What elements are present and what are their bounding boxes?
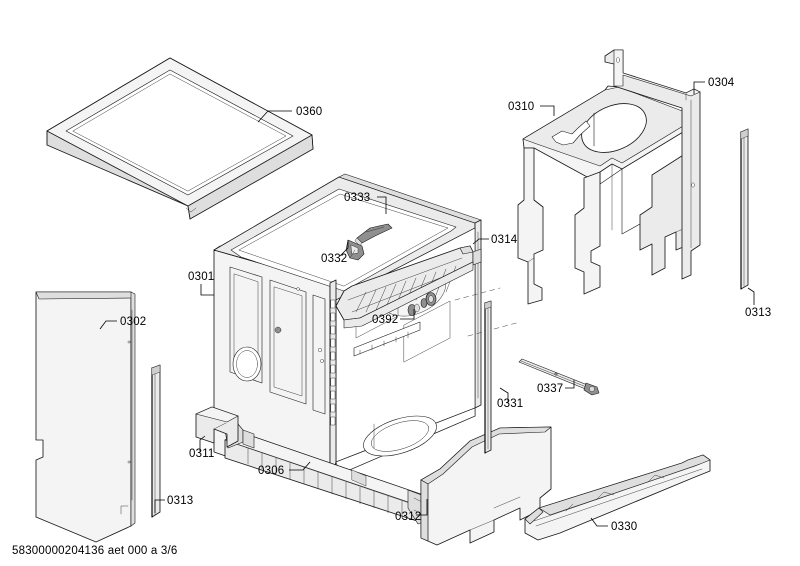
leader-0310 <box>540 105 555 116</box>
leader-lines <box>99 81 755 527</box>
part-0311-base-bracket-foot <box>195 406 239 448</box>
label-0313-right: 0313 <box>745 307 771 319</box>
label-0332: 0332 <box>321 253 347 265</box>
part-0337-support-rod <box>518 358 600 396</box>
leader-0333 <box>377 196 387 214</box>
label-0304: 0304 <box>708 77 735 89</box>
front-post-perforations <box>330 299 336 426</box>
leader-0313-right <box>747 287 755 305</box>
part-0392-roller-wheel-set <box>407 292 437 316</box>
leader-0301 <box>200 284 214 296</box>
part-0331-vertical-trim-rod <box>484 300 492 454</box>
part-0310-insulation-mat-wrap <box>517 85 699 305</box>
leader-0306 <box>289 461 311 471</box>
leader-0313-left <box>154 499 165 513</box>
label-0302: 0302 <box>120 316 146 328</box>
base-tray-ribs <box>247 447 403 519</box>
label-0314: 0314 <box>491 234 518 246</box>
part-0360-top-worktop-panel <box>46 57 314 220</box>
part-0314-upper-front-frame-rail <box>335 245 474 321</box>
leader-0311 <box>199 435 206 452</box>
leader-0304 <box>693 81 705 94</box>
leader-0312 <box>416 499 428 516</box>
label-0360: 0360 <box>296 106 322 118</box>
label-0333: 0333 <box>344 192 370 204</box>
leader-0302 <box>99 320 117 330</box>
label-0331: 0331 <box>497 398 523 410</box>
part-0333-hinge-lever-arm <box>354 223 393 247</box>
leader-0314 <box>472 238 489 245</box>
label-0301: 0301 <box>188 271 214 283</box>
part-0313-edge-trim-strip-right <box>740 128 749 290</box>
leader-0330 <box>590 517 608 527</box>
label-0330: 0330 <box>611 521 637 533</box>
label-0312: 0312 <box>395 511 421 523</box>
part-0313-edge-trim-strip-left <box>151 364 161 518</box>
drawing-footer-reference: 58300000204136 aet 000 a 3/6 <box>12 545 178 557</box>
label-0310: 0310 <box>508 101 534 113</box>
leader-0332 <box>339 240 349 257</box>
leader-0337 <box>565 380 575 389</box>
leader-0331 <box>499 387 509 403</box>
label-0337: 0337 <box>537 383 563 395</box>
part-0302-outer-side-panel <box>35 291 136 543</box>
label-0313-left: 0313 <box>167 495 193 507</box>
part-number-labels: 0360 0310 0304 0313 0333 0332 0314 0301 … <box>120 77 771 533</box>
part-0332-hinge-bracket <box>345 239 365 261</box>
label-0311: 0311 <box>189 448 215 460</box>
leader-0360 <box>257 110 292 123</box>
leader-0392 <box>400 309 415 320</box>
label-0306: 0306 <box>258 465 284 477</box>
part-0304-rear-side-insulation-panel <box>604 49 701 280</box>
part-0330-base-plinth-trim <box>524 454 711 541</box>
label-0392: 0392 <box>372 314 398 326</box>
